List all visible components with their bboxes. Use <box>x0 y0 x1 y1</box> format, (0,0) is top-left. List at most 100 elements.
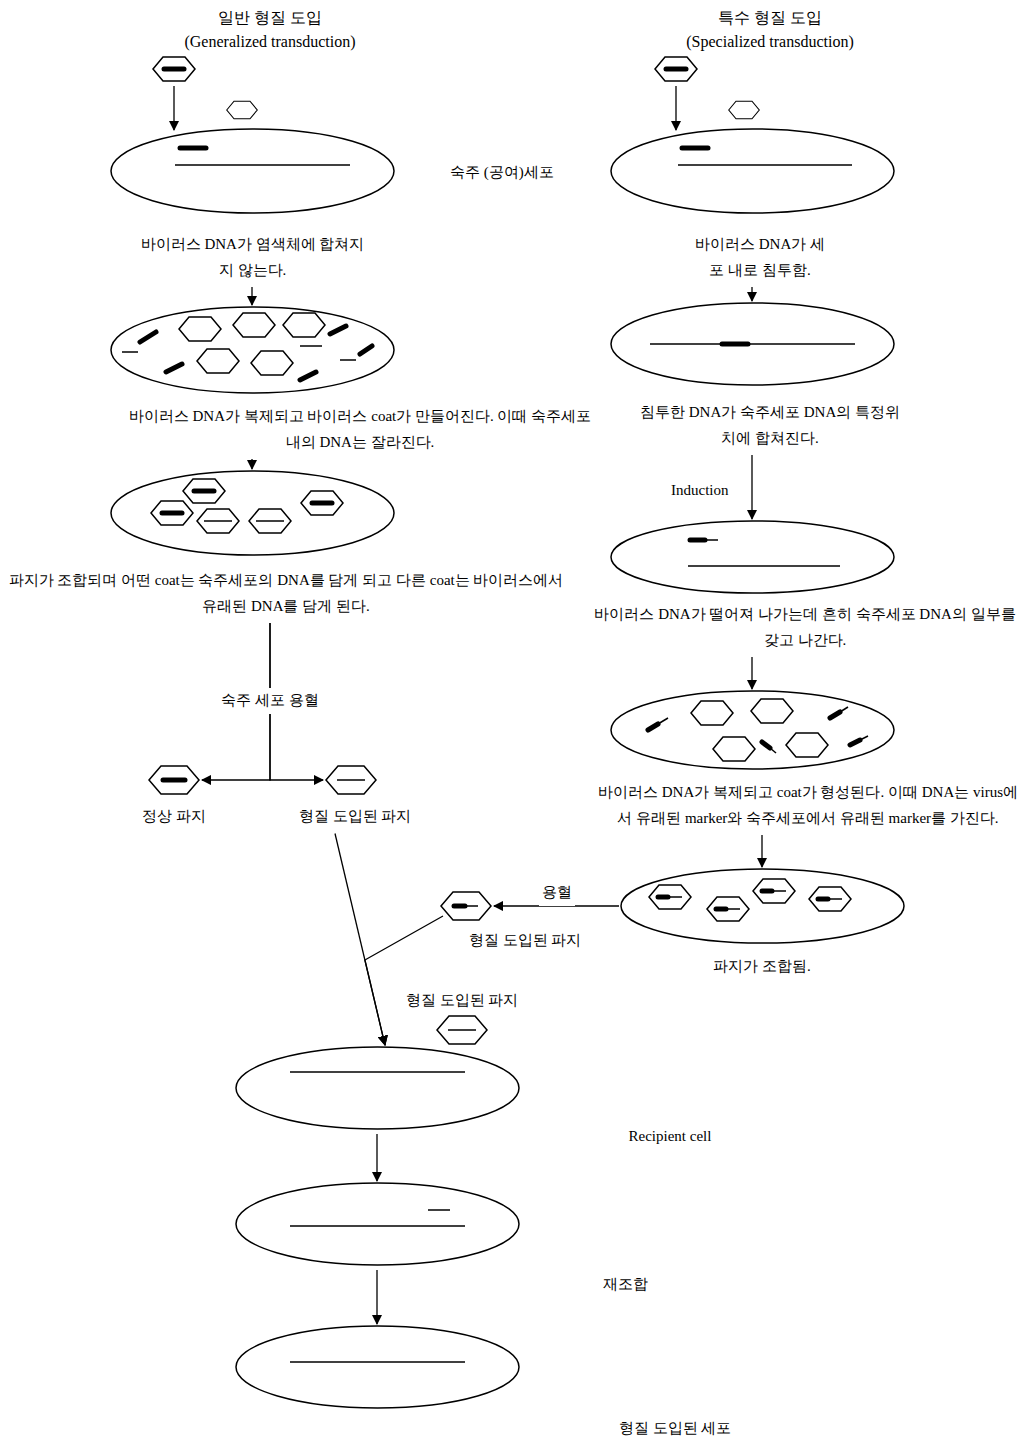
cell-ellipse: 바이러스 DNA가 염색체에 합쳐지지 않는다. <box>110 128 395 214</box>
cell-caption: 파지가 조합되며 어떤 coat는 숙주세포의 DNA를 담게 되고 다른 co… <box>6 568 566 619</box>
phage-icon <box>729 101 760 118</box>
host-dna-fragment <box>668 896 682 898</box>
chromosome-line <box>678 164 852 166</box>
dna-segment <box>850 740 860 745</box>
dna-segment <box>454 904 465 909</box>
phage-coat <box>326 766 376 794</box>
cell-outline <box>611 129 894 213</box>
cell-caption: 파지가 조합됨. <box>662 954 862 980</box>
dna-segment <box>762 742 770 748</box>
cell-outline <box>236 1326 519 1408</box>
host-dna-fragment <box>828 898 842 900</box>
flow-arrow <box>751 657 752 689</box>
dna-segment <box>300 372 316 380</box>
cell-ellipse: 바이러스 DNA가 떨어져 나가는데 흔히 숙주세포 DNA의 일부를 갖고 나… <box>610 520 895 594</box>
cell-outline <box>111 129 394 213</box>
phage-coat <box>197 349 239 373</box>
phage-coat <box>786 733 828 757</box>
chromosome-line <box>688 565 840 567</box>
phage-icon <box>440 891 492 921</box>
dna-segment <box>682 146 708 151</box>
dna-segment <box>818 897 828 902</box>
ellipse-outline <box>235 1325 520 1409</box>
cell-caption: 형질 도입된 파지 <box>445 928 605 954</box>
cell-ellipse: 바이러스 DNA가 세포 내로 침투함. <box>610 128 895 214</box>
chromosome-line <box>650 343 855 345</box>
edge-label: Induction <box>668 478 732 504</box>
chromosome-line <box>290 1361 465 1363</box>
flow-arrow <box>251 287 252 305</box>
cell-outline <box>111 307 394 393</box>
dna-segment <box>330 326 346 334</box>
dna-segment <box>194 489 214 494</box>
dna-segment <box>180 146 206 151</box>
phage-icon <box>325 765 377 795</box>
host-dna-fragment <box>204 520 232 522</box>
cell-outline <box>111 471 394 555</box>
phage-coat <box>151 501 193 525</box>
cell-outline <box>611 521 894 593</box>
phage-node: 정상 파지 <box>148 765 200 795</box>
phage-coat <box>441 892 491 920</box>
phage-node: 형질 도입된 파지 <box>440 891 492 921</box>
cell-outline <box>236 1183 519 1265</box>
host-dna-fragment <box>726 908 740 910</box>
dna-segment <box>140 332 156 342</box>
host-dna-fragment <box>770 748 776 753</box>
phage-icon <box>153 57 195 81</box>
host-dna-fragment <box>300 345 322 347</box>
dna-segment <box>166 364 182 372</box>
flow-arrow <box>494 905 619 906</box>
phage-coat <box>197 509 239 533</box>
cell-ellipse: 파지가 조합됨. <box>620 868 905 944</box>
flow-arrow <box>751 287 752 301</box>
dna-segment <box>658 895 668 900</box>
ellipse-outline <box>610 690 895 770</box>
section-title: (Generalized transduction) <box>184 28 355 55</box>
prophage-segment <box>722 342 748 347</box>
phage-coat <box>183 479 225 503</box>
infection-arrow <box>173 86 174 130</box>
cell-ellipse: 형질 도입된 세포 <box>235 1325 520 1409</box>
cell-outline <box>621 869 904 943</box>
cell-outline <box>611 691 894 769</box>
cell-caption: 침투한 DNA가 숙주세포 DNA의 특정위치에 합쳐진다. <box>640 400 900 451</box>
phage-icon <box>227 101 258 118</box>
cell-outline <box>611 303 894 385</box>
chromosome-line <box>290 1225 465 1227</box>
host-dna-fragment <box>658 718 668 724</box>
cell-caption: 바이러스 DNA가 복제되고 바이러스 coat가 만들어진다. 이때 숙주세포… <box>125 404 595 455</box>
chromosome-line <box>175 164 350 166</box>
phage-node: 형질 도입된 파지 <box>325 765 377 795</box>
cell-ellipse: 바이러스 DNA가 복제되고 coat가 형성된다. 이때 DNA는 virus… <box>610 690 895 770</box>
donor-dna-fragment <box>428 1209 450 1211</box>
flow-arrow <box>365 916 443 1045</box>
cell-caption: 바이러스 DNA가 염색체에 합쳐지지 않는다. <box>140 232 365 283</box>
ellipse-outline <box>610 520 895 594</box>
phage-coat <box>713 737 755 761</box>
cell-caption: 형질 도입된 세포 <box>590 1416 760 1442</box>
cell-caption: Recipient cell <box>600 1124 740 1150</box>
phage-coat <box>751 699 793 723</box>
section-title: 특수 형질 도입 <box>718 4 822 31</box>
host-dna-fragment <box>122 351 138 353</box>
annotation-label: 숙주 (공여)세포 <box>450 160 554 186</box>
phage-coat <box>249 509 291 533</box>
phage-icon <box>655 57 697 81</box>
phage-icon <box>148 765 200 795</box>
phage-coat <box>283 313 325 337</box>
host-dna-fragment <box>340 359 356 361</box>
ellipse-outline <box>620 868 905 944</box>
dna-segment <box>360 346 372 354</box>
flow-arrow <box>761 835 762 867</box>
cell-ellipse: Recipient cell <box>235 1046 520 1130</box>
section-title: 일반 형질 도입 <box>218 4 322 31</box>
phage-coat <box>301 491 343 515</box>
host-dna-fragment <box>256 520 284 522</box>
host-dna-fragment <box>448 1029 476 1031</box>
phage-coat <box>753 879 795 903</box>
dna-segment <box>162 511 182 516</box>
phage-coat <box>707 897 749 921</box>
chromosome-line <box>290 1071 465 1073</box>
